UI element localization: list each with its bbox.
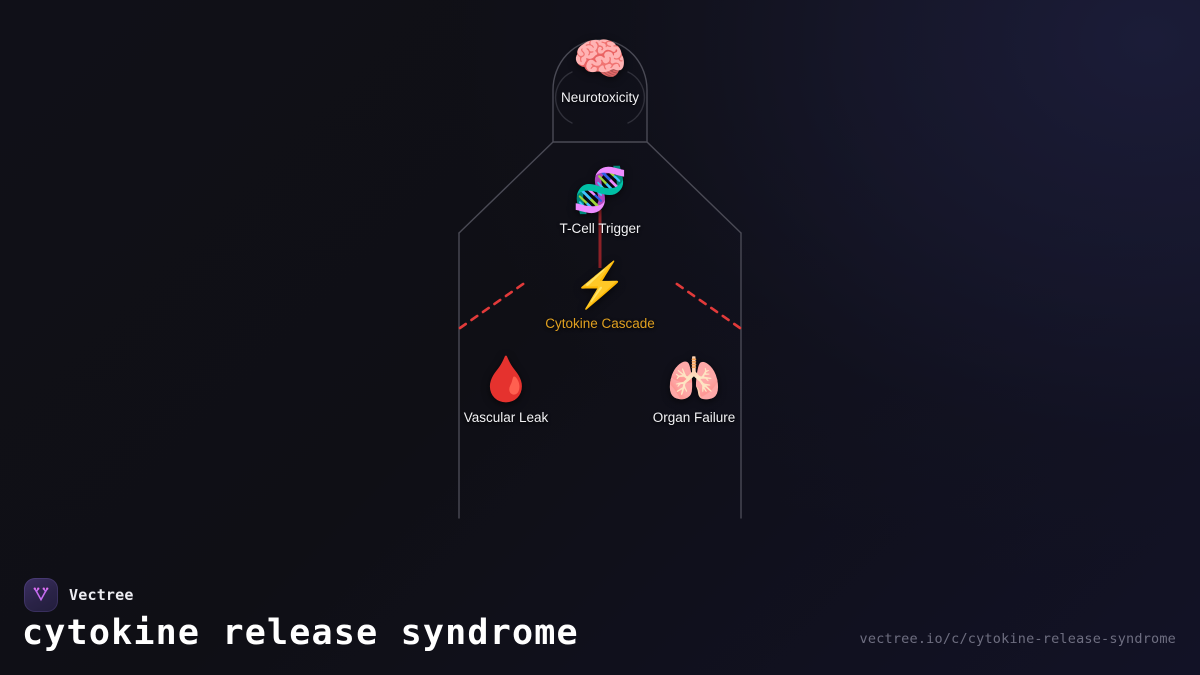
shoulder-right xyxy=(646,141,742,234)
node-label: Cytokine Cascade xyxy=(545,316,655,331)
vectree-logo-icon xyxy=(24,578,58,612)
lungs-icon: 🫁 xyxy=(666,355,722,404)
node-organ-failure[interactable]: 🫁 Organ Failure xyxy=(604,355,784,426)
shoulder-left xyxy=(458,141,554,234)
node-neurotoxicity[interactable]: 🧠 Neurotoxicity xyxy=(510,35,690,106)
diagram-canvas[interactable]: 🧠 Neurotoxicity 🧬 T-Cell Trigger ⚡ Cytok… xyxy=(0,0,1200,560)
blood-drop-icon: 🩸 xyxy=(478,355,534,404)
brand-name: Vectree xyxy=(69,586,134,604)
node-label: Vascular Leak xyxy=(463,410,549,425)
page-url: vectree.io/c/cytokine-release-syndrome xyxy=(859,631,1176,647)
node-label: T-Cell Trigger xyxy=(559,221,641,236)
node-cytokine-cascade[interactable]: ⚡ Cytokine Cascade xyxy=(510,261,690,332)
neck-curve-right xyxy=(627,71,646,124)
node-label: Organ Failure xyxy=(652,410,736,425)
footer-bar: Vectree cytokine release syndrome vectre… xyxy=(0,560,1200,675)
page-title: cytokine release syndrome xyxy=(22,613,579,653)
head-outline xyxy=(552,39,648,143)
brain-icon: 🧠 xyxy=(572,35,628,84)
lightning-icon: ⚡ xyxy=(572,261,628,310)
diagram-vector-layer xyxy=(458,39,742,519)
dna-icon: 🧬 xyxy=(572,166,628,215)
node-t-cell-trigger[interactable]: 🧬 T-Cell Trigger xyxy=(510,166,690,237)
edge-cytokine-to-vascular-leak xyxy=(458,280,528,330)
node-vascular-leak[interactable]: 🩸 Vascular Leak xyxy=(416,355,596,426)
node-label: Neurotoxicity xyxy=(560,90,640,105)
body-silhouette xyxy=(458,39,742,519)
edge-layer xyxy=(458,210,742,330)
brand-row[interactable]: Vectree xyxy=(24,578,134,612)
neck-curve-left xyxy=(554,71,573,124)
edge-cytokine-to-organ-failure xyxy=(672,280,742,330)
